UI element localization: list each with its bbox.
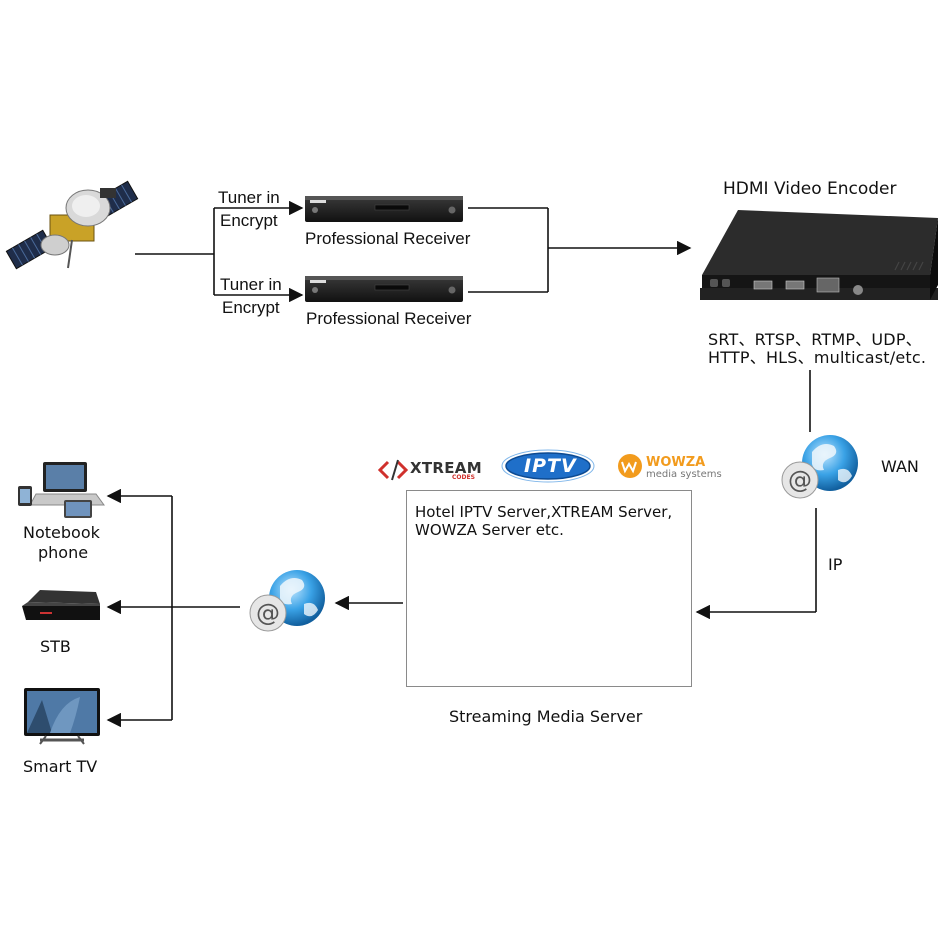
iptv-logo-text: IPTV (524, 455, 577, 477)
stb-icon (22, 590, 100, 620)
smart-tv-icon (24, 688, 100, 745)
notebook-label-line1: Notebook (23, 523, 100, 542)
svg-text:@: @ (788, 466, 812, 494)
xtream-logo-subtext: CODES (452, 474, 475, 481)
stb-label: STB (40, 637, 71, 656)
server-note-line1: Hotel IPTV Server,XTREAM Server, (415, 503, 673, 521)
encoder-to-server-lines (695, 370, 817, 620)
smart-tv-label: Smart TV (23, 757, 98, 776)
tuner-top-label-line1: Tuner in (218, 188, 280, 207)
wowza-logo-text: WOWZA (646, 455, 706, 470)
server-to-clients-lines (106, 488, 403, 728)
streaming-server-box (406, 490, 692, 687)
client-globe-icon: @ (249, 570, 325, 632)
receiver-bottom-icon (305, 276, 463, 302)
receivers-to-encoder-lines (468, 207, 692, 293)
xtream-logo (377, 459, 409, 481)
wan-globe-icon: @ (781, 435, 858, 499)
server-note-line2: WOWZA Server etc. (415, 521, 564, 539)
tuner-bottom-label-line1: Tuner in (220, 275, 282, 294)
satellite-to-receivers-lines (135, 200, 304, 303)
wowza-logo (618, 454, 642, 478)
receiver-top-label: Professional Receiver (305, 229, 471, 248)
wan-label: WAN (881, 457, 919, 476)
encoder-title: HDMI Video Encoder (723, 179, 897, 199)
svg-text:@: @ (256, 599, 280, 627)
xtream-logo-text: XTREAM (410, 459, 482, 477)
notebook-phone-icon (18, 462, 105, 518)
receiver-bottom-label: Professional Receiver (306, 309, 472, 328)
ip-label: IP (828, 555, 843, 574)
iptv-logo (501, 449, 595, 483)
notebook-label-line2: phone (38, 543, 89, 562)
protocols-line1: SRT、RTSP、RTMP、UDP、 (708, 330, 922, 349)
tuner-bottom-label-line2: Encrypt (222, 298, 280, 317)
server-caption: Streaming Media Server (449, 707, 643, 726)
receiver-top-icon (305, 196, 463, 222)
encoder-device-icon (700, 210, 938, 300)
satellite-icon (5, 180, 139, 270)
tuner-top-label-line2: Encrypt (220, 211, 278, 230)
protocols-list: SRT、RTSP、RTMP、UDP、 HTTP、HLS、multicast/et… (708, 331, 926, 367)
wowza-logo-subtext: media systems (646, 469, 722, 480)
server-note: Hotel IPTV Server,XTREAM Server, WOWZA S… (415, 503, 672, 539)
protocols-line2: HTTP、HLS、multicast/etc. (708, 348, 927, 367)
